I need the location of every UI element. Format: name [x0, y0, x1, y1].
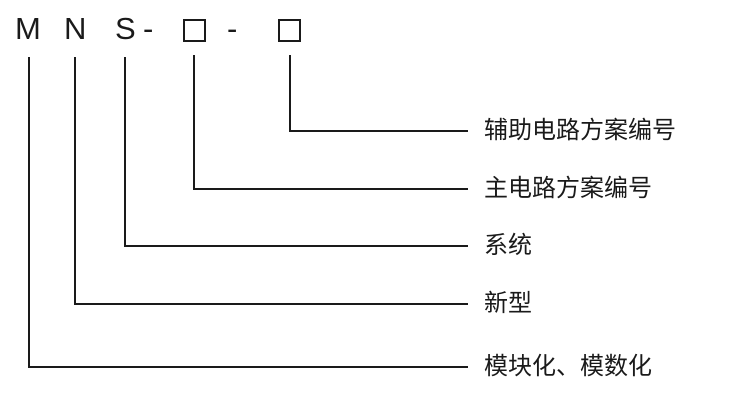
connector-system: [124, 57, 468, 247]
connector-modular: [28, 57, 468, 368]
separator-dash-1: -: [143, 11, 154, 46]
label-system: 系统: [484, 232, 532, 259]
connector-new-type: [74, 57, 468, 305]
label-aux-circuit-scheme-number: 辅助电路方案编号: [484, 117, 676, 144]
code-letter-s: S: [115, 11, 136, 46]
separator-dash-2: -: [227, 11, 238, 46]
placeholder-box-main-circuit: [183, 19, 206, 42]
label-main-circuit-scheme-number: 主电路方案编号: [484, 175, 652, 202]
placeholder-box-aux-circuit: [278, 19, 301, 42]
label-new-type: 新型: [484, 290, 532, 317]
connector-main-circuit: [193, 55, 468, 190]
code-letter-m: M: [15, 11, 41, 46]
label-modular: 模块化、模数化: [484, 353, 652, 380]
code-letter-n: N: [64, 11, 87, 46]
connector-aux-circuit: [289, 55, 468, 132]
